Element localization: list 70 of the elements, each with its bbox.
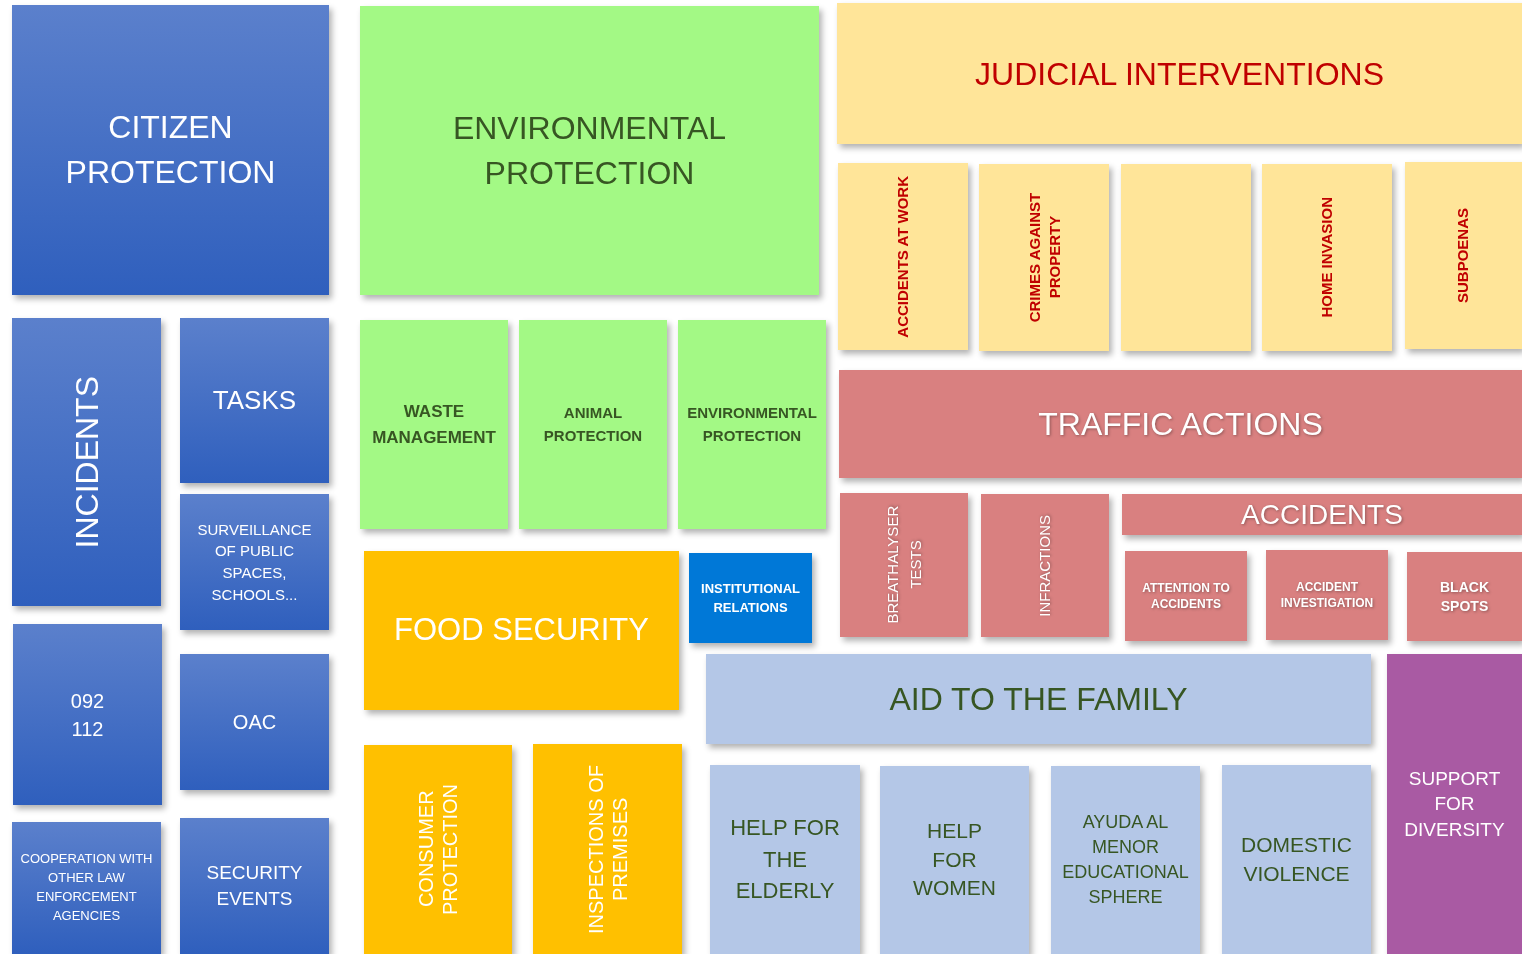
tile bbox=[12, 822, 161, 954]
tile bbox=[880, 766, 1029, 954]
tile bbox=[1407, 552, 1522, 641]
tile-label: HELP FOR THE ELDERLY bbox=[729, 813, 841, 906]
tile bbox=[180, 654, 329, 790]
tile bbox=[981, 494, 1109, 637]
tile bbox=[519, 320, 667, 529]
tile-label: TASKS bbox=[212, 384, 297, 417]
tile bbox=[360, 6, 819, 295]
tile bbox=[533, 744, 682, 954]
tile bbox=[678, 320, 826, 529]
tile bbox=[13, 624, 162, 805]
tile bbox=[360, 320, 508, 529]
tile-label: CONSUMER PROTECTION bbox=[414, 782, 462, 918]
tile-label: BREATHALYSER TESTS bbox=[882, 505, 924, 626]
tile-label: ENVIRONMENTAL PROTECTION bbox=[686, 403, 818, 446]
tile-label: ATTENTION TO ACCIDENTS bbox=[1141, 579, 1231, 613]
tile bbox=[1222, 765, 1371, 954]
tile bbox=[1387, 654, 1522, 954]
tile bbox=[180, 318, 329, 483]
tile bbox=[840, 493, 968, 637]
tile bbox=[364, 745, 512, 954]
tile-label: ANIMAL PROTECTION bbox=[542, 403, 644, 446]
tile-label: INSTITUTIONAL RELATIONS bbox=[700, 579, 801, 617]
tile-label: 092 bbox=[70, 688, 105, 714]
tile-label: ACCIDENT INVESTIGATION bbox=[1279, 578, 1375, 612]
tile-label: INSPECTIONS OF PREMISES bbox=[583, 763, 632, 936]
tile-label: ENVIRONMENTAL PROTECTION bbox=[451, 108, 728, 193]
tile bbox=[979, 164, 1109, 351]
tile-label: INCIDENTS bbox=[67, 375, 106, 549]
tile-label: CRIMES AGAINST PROPERTY bbox=[1024, 191, 1063, 325]
tile-label: FOOD SECURITY bbox=[394, 611, 649, 650]
tile-label: TRAFFIC ACTIONS bbox=[1038, 405, 1323, 444]
tile-label: AID TO THE FAMILY bbox=[889, 680, 1188, 719]
tile bbox=[1405, 162, 1522, 349]
tile-label: DOMESTIC VIOLENCE bbox=[1240, 832, 1353, 887]
tile-label: SURVEILLANCE OF PUBLIC SPACES, SCHOOLS... bbox=[196, 519, 313, 605]
tile-label: CITIZEN PROTECTION bbox=[64, 108, 277, 192]
tile bbox=[1262, 164, 1392, 351]
tile bbox=[1051, 766, 1200, 954]
tile-label: OAC bbox=[232, 710, 277, 735]
tile-label: SUBPOENAS bbox=[1453, 208, 1473, 303]
tile bbox=[12, 318, 161, 606]
tile bbox=[706, 654, 1371, 744]
tile bbox=[838, 163, 968, 350]
tile bbox=[689, 553, 812, 643]
tile-label: SUPPORT FOR DIVERSITY bbox=[1403, 766, 1506, 842]
empty-tile bbox=[1121, 164, 1251, 351]
tile bbox=[364, 551, 679, 710]
tile-label: INFRACTIONS bbox=[1034, 514, 1054, 617]
tile bbox=[839, 370, 1522, 478]
tile-label: JUDICIAL INTERVENTIONS bbox=[975, 54, 1384, 94]
tile-label: SECURITY EVENTS bbox=[205, 861, 304, 911]
tile bbox=[180, 818, 329, 954]
tile-label: HELP FOR WOMEN bbox=[912, 818, 997, 902]
tile-label: BLACK SPOTS bbox=[1439, 577, 1490, 616]
tile bbox=[1125, 551, 1247, 641]
tile-label: AYUDA AL MENOR EDUCATIONAL SPHERE bbox=[1061, 810, 1190, 910]
tile bbox=[180, 494, 329, 630]
tile bbox=[710, 765, 860, 954]
tile bbox=[837, 3, 1522, 144]
tile-label: ACCIDENTS AT WORK bbox=[892, 175, 912, 338]
tile-label: 112 bbox=[71, 716, 104, 742]
tile-label: HOME INVASION bbox=[1316, 197, 1336, 318]
banner bbox=[1122, 494, 1522, 535]
tile-label: COOPERATION WITH OTHER LAW ENFORCEMENT AGENCIES bbox=[20, 850, 153, 925]
tile bbox=[1266, 550, 1388, 640]
tile bbox=[12, 5, 329, 295]
tile-label: ACCIDENTS bbox=[1241, 497, 1403, 532]
tile-label: WASTE MANAGEMENT bbox=[371, 401, 497, 449]
